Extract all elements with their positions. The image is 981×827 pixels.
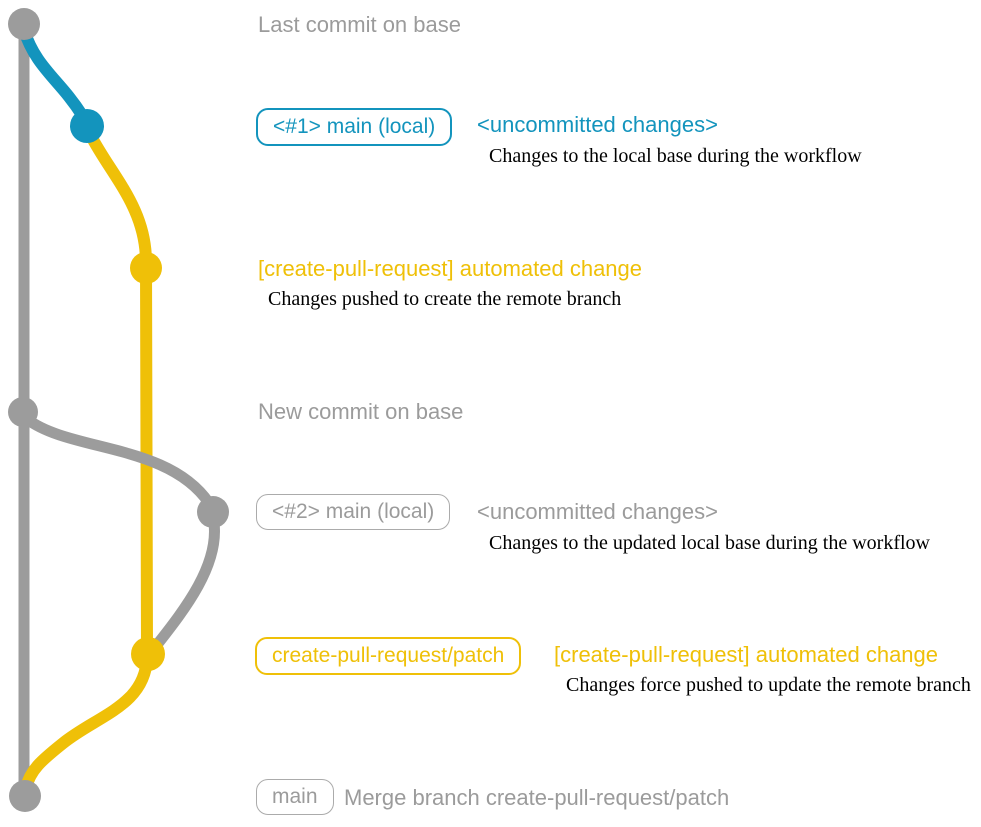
commit-node-uncommitted-changes-1 [70, 109, 104, 143]
caption-last-commit-on-base: Last commit on base [258, 12, 461, 37]
commit-node-merge-commit [9, 780, 41, 812]
commit-message-uncommitted-changes-2: <uncommitted changes> [477, 499, 718, 524]
commit-message-merge: Merge branch create-pull-request/patch [344, 785, 730, 810]
updated-local-main-to-patch-curve [150, 517, 220, 652]
commit-message-automated-change-2: [create-pull-request] automated change [554, 642, 939, 667]
description-uncommitted-changes-1: Changes to the local base during the wor… [489, 145, 862, 167]
patch-branch-merge-curve [20, 652, 153, 794]
commit-node-automated-change-1 [130, 252, 162, 284]
commit-message-uncommitted-changes-1: <uncommitted changes> [477, 112, 718, 137]
branch-label-create-pull-request-patch: create-pull-request/patch [255, 637, 522, 675]
local-main-branch-curve [18, 24, 88, 121]
description-automated-change-1: Changes pushed to create the remote bran… [268, 288, 622, 310]
branch-label-main: main [256, 779, 334, 815]
caption-new-commit-on-base: New commit on base [258, 399, 464, 424]
git-graph [8, 8, 229, 812]
commit-node-uncommitted-changes-2 [197, 496, 229, 528]
commit-node-new-commit-on-base [8, 397, 38, 427]
commit-node-last-commit-on-base [8, 8, 40, 40]
description-uncommitted-changes-2: Changes to the updated local base during… [489, 532, 930, 554]
description-automated-change-2: Changes force pushed to update the remot… [566, 674, 971, 696]
commit-node-automated-change-2 [131, 637, 165, 671]
branch-label-main-local-2: <#2> main (local) [256, 494, 451, 530]
patch-branch-line [85, 130, 153, 658]
commit-message-automated-change-1: [create-pull-request] automated change [258, 256, 643, 281]
branch-label-main-local-1: <#1> main (local) [256, 108, 453, 146]
updated-local-main-curve [21, 413, 215, 509]
